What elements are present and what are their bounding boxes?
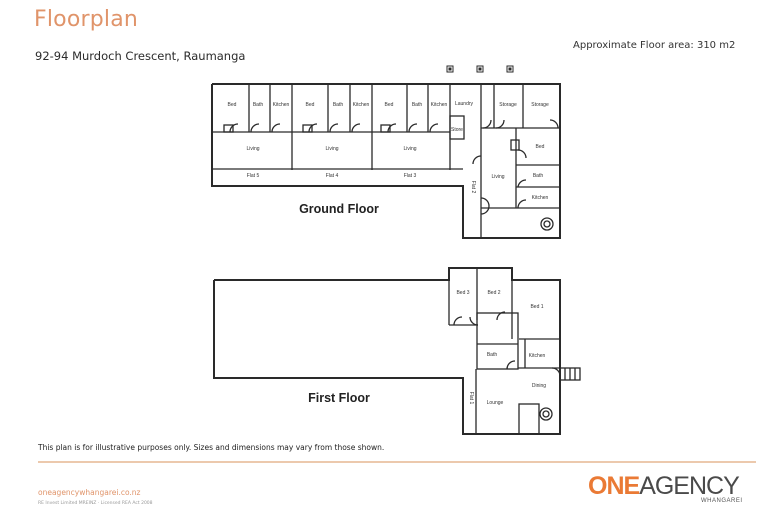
- room-label: Flat 2: [470, 181, 476, 194]
- disclaimer-text: This plan is for illustrative purposes o…: [38, 443, 385, 452]
- room-label: Storage: [499, 102, 517, 108]
- room-label: Bed 3: [456, 290, 469, 296]
- room-label: Flat 4: [326, 173, 339, 179]
- room-label: Bath: [487, 352, 498, 358]
- room-label: Store: [451, 127, 463, 133]
- room-label: Living: [403, 146, 416, 152]
- agency-logo: ONEAGENCY: [588, 472, 740, 500]
- property-address: 92-94 Murdoch Crescent, Raumanga: [35, 49, 246, 63]
- room-label: Bath: [412, 102, 423, 108]
- room-label: Bath: [333, 102, 344, 108]
- room-label: Bed: [306, 102, 315, 108]
- marker-icon: [446, 65, 514, 73]
- website-link[interactable]: oneagencywhangarei.co.nz: [38, 488, 141, 497]
- room-label: Flat 1: [468, 392, 474, 405]
- license-text: RE Invest Limited MREINZ · Licensed REA …: [38, 501, 153, 506]
- room-label: Bath: [533, 173, 544, 179]
- room-label: Storage: [531, 102, 549, 108]
- ground-floor-label: Ground Floor: [299, 202, 379, 216]
- page-title: Floorplan: [34, 7, 139, 32]
- logo-one: ONE: [588, 472, 640, 500]
- room-label: Living: [325, 146, 338, 152]
- room-label: Dining: [532, 383, 546, 389]
- first-floor-label: First Floor: [308, 391, 370, 405]
- floor-area: Approximate Floor area: 310 m2: [573, 40, 736, 51]
- logo-agency: AGENCY: [639, 472, 740, 500]
- room-label: Bed 2: [487, 290, 500, 296]
- room-label: Bed: [228, 102, 237, 108]
- room-label: Kitchen: [431, 102, 448, 108]
- room-label: Flat 3: [404, 173, 417, 179]
- footer-divider: [38, 461, 756, 463]
- room-label: Kitchen: [353, 102, 370, 108]
- room-label: Bed: [536, 144, 545, 150]
- room-label: Kitchen: [273, 102, 290, 108]
- room-label: Living: [491, 174, 504, 180]
- logo-subtitle: WHANGAREI: [701, 498, 743, 504]
- room-label: Lounge: [487, 400, 504, 406]
- room-label: Bath: [253, 102, 264, 108]
- room-label: Kitchen: [532, 195, 549, 201]
- room-label: Laundry: [455, 101, 474, 107]
- room-label: Living: [246, 146, 259, 152]
- room-label: Bed: [385, 102, 394, 108]
- room-label: Kitchen: [529, 353, 546, 359]
- room-label: Flat 5: [247, 173, 260, 179]
- room-label: Bed 1: [530, 304, 543, 310]
